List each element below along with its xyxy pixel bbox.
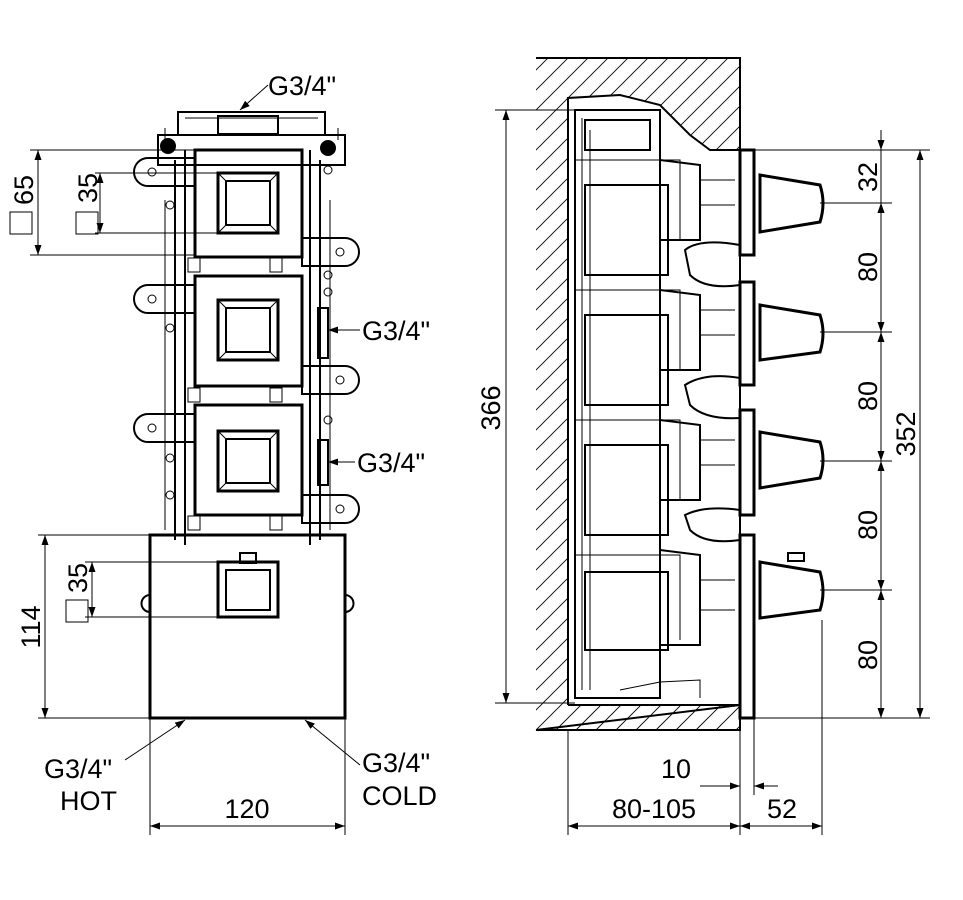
cold-connection-label: G3/4": [362, 748, 430, 778]
dim-35-plate-label: 35: [63, 563, 93, 593]
hatch-line: [536, 58, 740, 730]
hatch-line: [575, 58, 740, 730]
hatch-line: [536, 58, 717, 730]
leader-top: G3/4": [239, 71, 336, 111]
hot-connection-label: G3/4": [44, 754, 112, 784]
hatch-line: [536, 58, 740, 730]
valve-unit-3: [133, 403, 360, 531]
square-symbol-35a: [75, 211, 99, 235]
dim-chain-right: 32 80 80 80 80 352: [754, 130, 930, 719]
mixer-body: [574, 109, 741, 699]
hatch-line: [756, 30, 963, 730]
hatch-line: [595, 58, 740, 730]
dim-80a-label: 80: [853, 252, 883, 282]
dim-bottom: 80-105 10 52: [567, 620, 823, 835]
hatch-line: [776, 30, 963, 730]
hatch-line: [536, 58, 740, 730]
hatch-line: [555, 58, 740, 730]
wall-cavity: [567, 93, 740, 705]
dim-120: 120: [149, 718, 346, 835]
valve-unit-1: [133, 148, 360, 273]
dim-52-label: 52: [767, 794, 797, 824]
side-view: 366 32 80 80 80 80 352 80-1: [476, 30, 963, 835]
dim-366-label: 366: [476, 385, 506, 430]
hatch-line: [536, 58, 737, 730]
hatch-line: [536, 58, 740, 730]
leader-side-2: G3/4": [328, 448, 425, 478]
front-view: 65 35 35 114 120 G3/4": [9, 71, 437, 835]
hatch-line: [536, 58, 740, 730]
hatch-line: [536, 58, 740, 730]
hatch-line: [655, 58, 740, 730]
hatch-line: [735, 58, 740, 730]
hatch-line: [635, 58, 740, 730]
dim-35-upper: 35: [73, 172, 218, 234]
hatch-line: [536, 58, 657, 730]
dim-80-105-label: 80-105: [612, 794, 696, 824]
hatch-line: [536, 58, 740, 730]
hatch-line: [536, 58, 697, 730]
cover-plate: [140, 533, 355, 720]
dim-32-label: 32: [853, 162, 883, 192]
hatch-line: [536, 58, 677, 730]
hatch-line: [536, 58, 740, 730]
dim-114-label: 114: [16, 605, 46, 648]
dim-65-label: 65: [9, 175, 39, 205]
square-symbol-65: [9, 211, 33, 235]
hatch-line: [536, 58, 740, 730]
cold-label: COLD: [362, 781, 437, 811]
dim-35-plate: 35: [63, 561, 218, 618]
valve-unit-2: [133, 274, 360, 403]
hatch-line: [816, 30, 963, 730]
dim-114: 114: [16, 534, 150, 719]
handles: [738, 148, 825, 720]
side-connection-2-label: G3/4": [357, 448, 425, 478]
leader-cold: G3/4" COLD: [304, 719, 437, 811]
dim-352-label: 352: [891, 411, 921, 456]
dim-120-label: 120: [224, 794, 269, 824]
square-symbol-35b: [65, 599, 89, 623]
frame-rails: [164, 150, 331, 545]
dim-65: 65: [9, 149, 195, 256]
dim-10-label: 10: [661, 754, 691, 784]
top-connection-label: G3/4": [268, 71, 336, 101]
dim-80b-label: 80: [853, 381, 883, 411]
leader-side-1: G3/4": [328, 316, 430, 346]
hatch-line: [695, 58, 740, 730]
hatch-line: [536, 58, 740, 730]
hatch-line: [536, 58, 740, 730]
wall-section: [536, 30, 963, 730]
dim-80d-label: 80: [853, 640, 883, 670]
hatch-line: [796, 30, 963, 730]
leader-hot: G3/4" HOT: [44, 719, 186, 816]
hatch-line: [536, 58, 740, 730]
dim-35-upper-label: 35: [73, 173, 103, 203]
bolts: [165, 165, 333, 500]
dim-366: 366: [476, 109, 575, 704]
side-connection-1-label: G3/4": [362, 316, 430, 346]
hot-label: HOT: [60, 786, 117, 816]
dim-80c-label: 80: [853, 510, 883, 540]
